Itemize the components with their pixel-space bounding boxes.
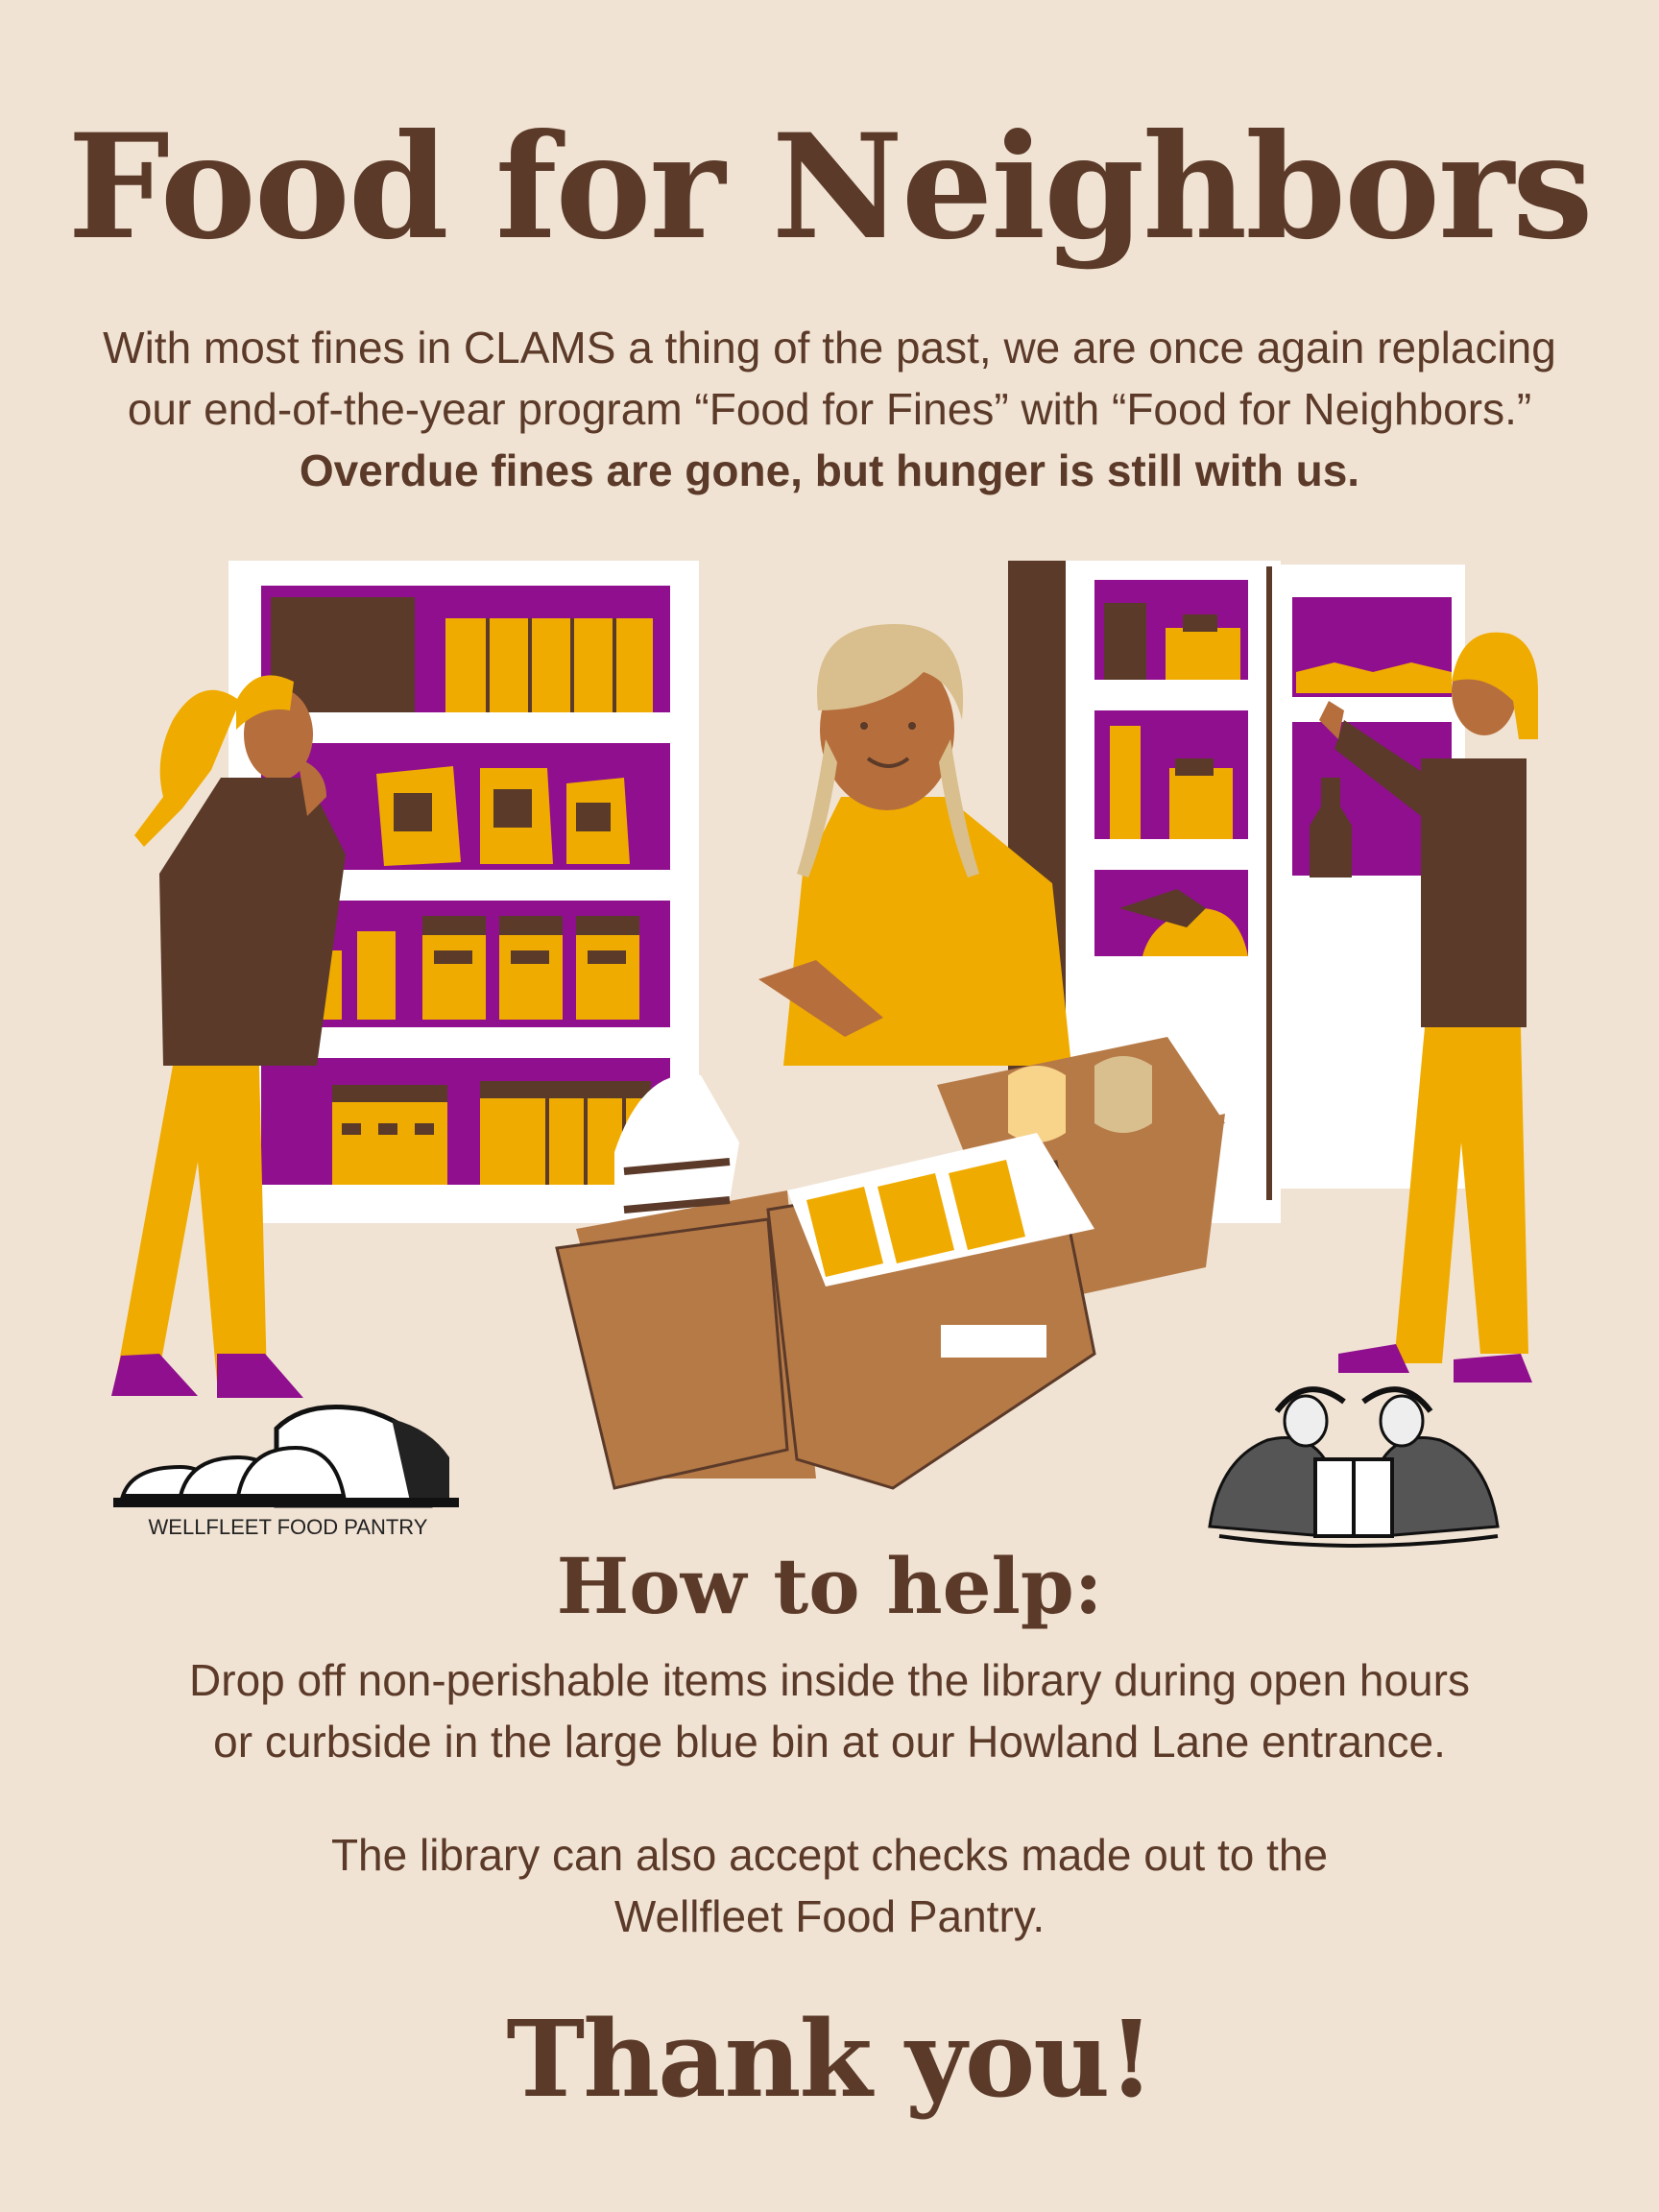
- intro-line-1: With most fines in CLAMS a thing of the …: [103, 323, 1556, 373]
- pantry-illustration: [111, 561, 1538, 1490]
- help-line-2: or curbside in the large blue bin at our…: [213, 1717, 1446, 1767]
- checks-line-1: The library can also accept checks made …: [330, 1830, 1329, 1880]
- checks-info: The library can also accept checks made …: [96, 1824, 1563, 1947]
- help-title: How to help:: [556, 1541, 1103, 1631]
- closing-message: Thank you!: [506, 1997, 1154, 2121]
- left-volunteer: [111, 675, 346, 1398]
- intro-text: With most fines in CLAMS a thing of the …: [77, 317, 1582, 501]
- checks-line-2: Wellfleet Food Pantry.: [613, 1891, 1046, 1941]
- pantry-logo-label: WELLFLEET FOOD PANTRY: [148, 1515, 428, 1539]
- center-volunteer: [758, 624, 1071, 1066]
- help-line-1: Drop off non-perishable items inside the…: [189, 1655, 1470, 1705]
- page-title: Food for Neighbors: [67, 103, 1593, 272]
- left-shelf: [228, 561, 699, 1223]
- help-instructions: Drop off non-perishable items inside the…: [96, 1649, 1563, 1772]
- reading-figures-icon: [1208, 1386, 1500, 1548]
- food-boxes: [555, 1037, 1225, 1490]
- intro-line-2: our end-of-the-year program “Food for Fi…: [127, 384, 1532, 434]
- right-volunteer: [1319, 632, 1538, 1382]
- intro-line-3: Overdue fines are gone, but hunger is st…: [299, 445, 1360, 495]
- bread-loaf-icon: [113, 1405, 459, 1508]
